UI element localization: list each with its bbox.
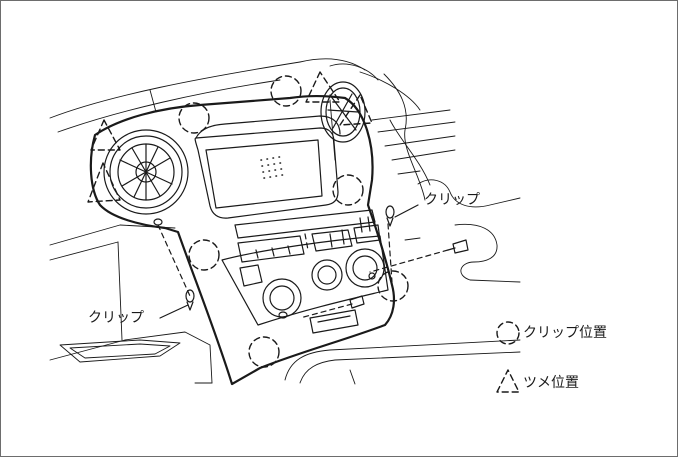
clip-left-pointer [159, 304, 189, 319]
display-screen [194, 115, 341, 219]
clip-label-left: クリップ [88, 310, 144, 326]
clip-position-markers [178, 75, 409, 368]
clip-leader-lines [157, 223, 393, 297]
left-air-vent [103, 129, 189, 215]
legend-claw-position-label: ツメ位置 [523, 375, 579, 391]
screw-leader-lines [299, 249, 449, 319]
legend-clip-icon [496, 321, 520, 345]
screen-speaker-dots [260, 156, 284, 179]
legend-symbols [496, 321, 520, 393]
control-button-strip [234, 209, 381, 263]
dashboard-background-lines [49, 58, 521, 385]
legend-clip-position-label: クリップ位置 [523, 325, 607, 341]
clip-label-right: クリップ [424, 192, 480, 208]
right-air-vent [320, 81, 366, 143]
climate-control-panel [221, 235, 389, 334]
claw-position-markers [87, 71, 373, 203]
panel-bezel-outline [89, 95, 396, 386]
screws [349, 239, 469, 309]
clip-pins [185, 205, 395, 319]
legend-claw-icon [496, 369, 520, 393]
clip-right-pointer [394, 204, 419, 218]
